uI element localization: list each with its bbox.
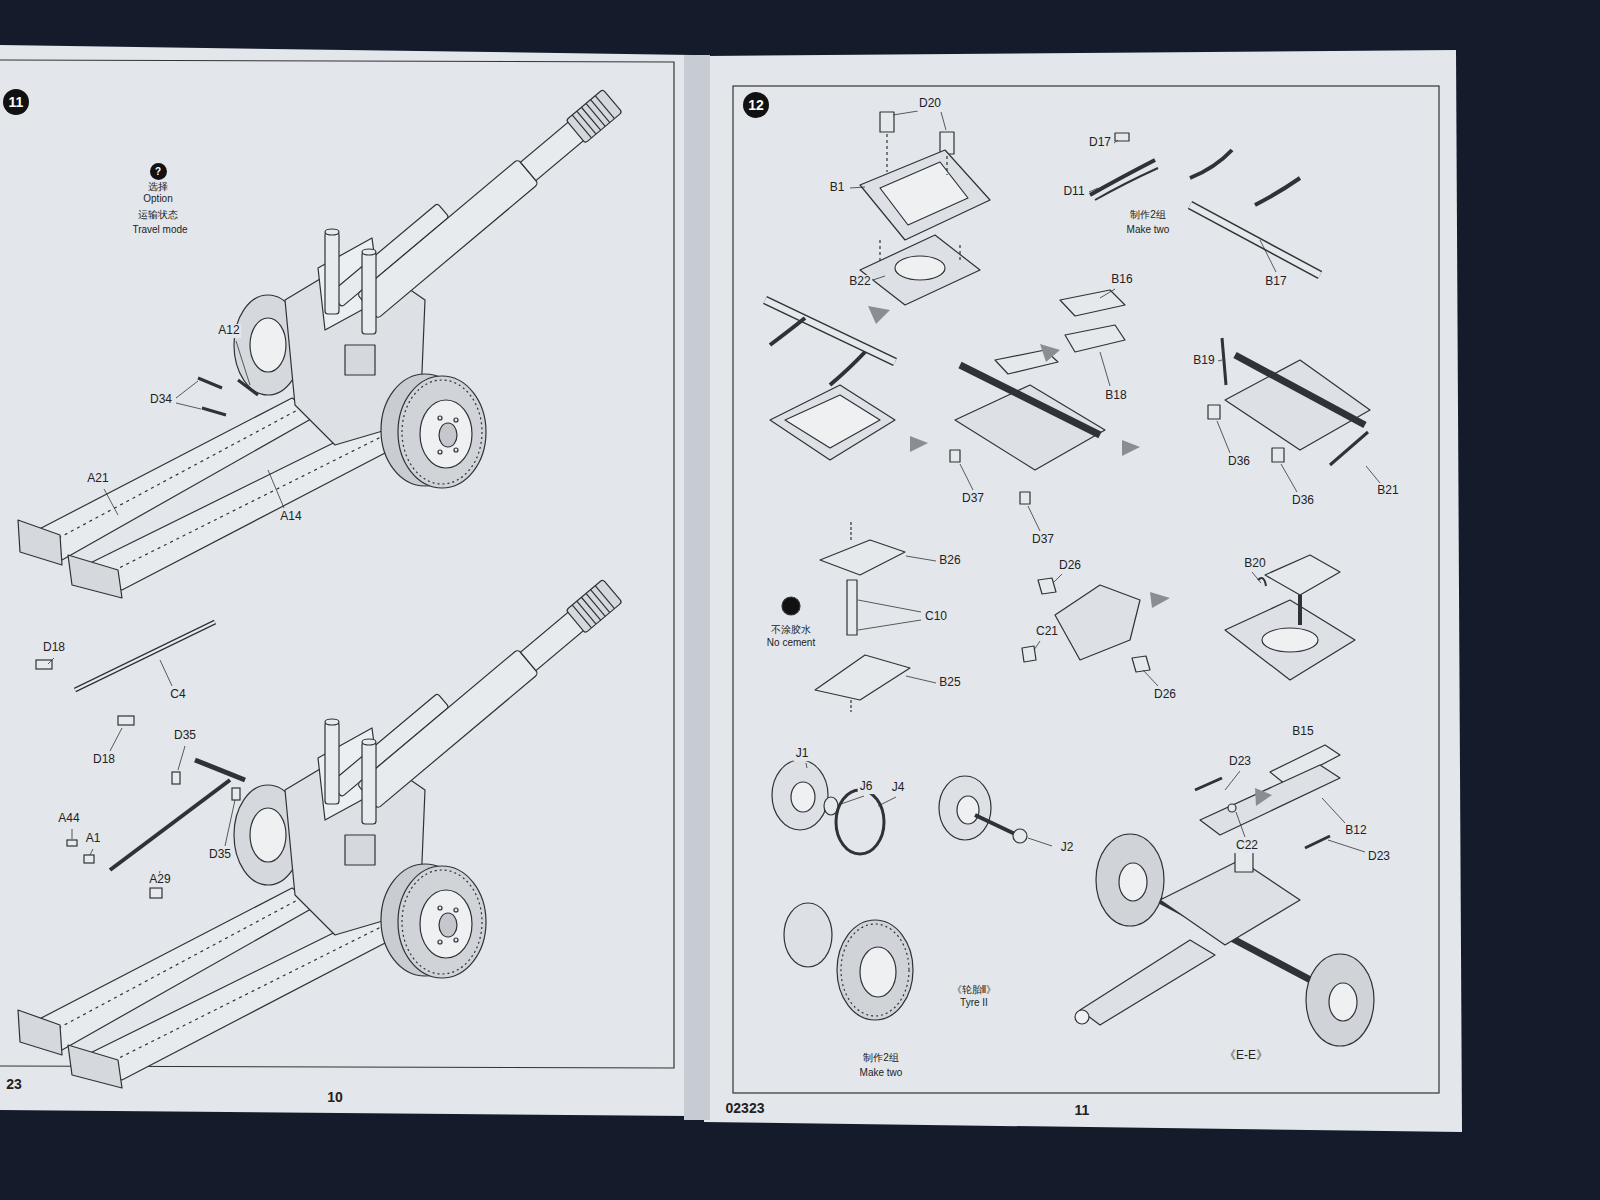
part-label: B18 [1103,389,1128,403]
part-label: J6 [858,780,875,794]
part-label: D26 [1057,559,1083,573]
part-label: D36 [1290,494,1316,508]
left-page [0,45,692,1116]
part-label: D23 [1227,755,1253,769]
part-label: A12 [216,324,241,338]
part-label: B21 [1375,484,1400,498]
page-number: 02323 [724,1100,767,1116]
small-parts [36,378,258,898]
part-label: D37 [960,492,986,506]
part-label: J4 [890,781,907,795]
leader-line [48,111,1380,887]
part-label: 不涂胶水 [769,624,813,636]
part-label: Option [141,193,174,205]
part-label: J1 [794,747,811,761]
part-label: 《E-E》 [1222,1049,1270,1063]
step-number: 11 [3,89,29,115]
part-label: C4 [168,688,187,702]
part-label: C10 [923,610,949,624]
part-label: A29 [147,873,172,887]
page-frame [733,86,1439,1093]
part-label: D35 [207,848,233,862]
step-text: 11 [9,94,24,110]
option-icon: ? [150,163,167,180]
part-label: D34 [148,393,174,407]
part-label: 制作2组 [1128,209,1168,221]
part-label: B26 [937,554,962,568]
part-label: A21 [85,472,110,486]
part-label: B16 [1109,273,1134,287]
part-label: D36 [1226,455,1252,469]
part-label: B17 [1263,275,1288,289]
direction-arrow [868,306,1272,806]
part-label: J2 [1059,841,1076,855]
part-label: B19 [1191,354,1216,368]
part-label: D11 [1061,185,1086,199]
part-label: B22 [847,275,872,289]
part-label: A14 [278,510,303,524]
part-label: B20 [1242,557,1267,571]
part-label: B1 [828,181,847,195]
part-label: D18 [41,641,67,655]
part-label: Make two [1125,224,1172,236]
part-label: Make two [858,1067,905,1079]
limber-parts [765,112,1374,1046]
right-page [704,50,1462,1132]
part-label: D23 [1366,850,1392,864]
step-text: 12 [748,97,764,113]
part-label: Tyre II [958,997,990,1009]
part-label: No cement [765,637,817,649]
step-number: 12 [743,92,769,118]
part-label: B12 [1343,824,1368,838]
part-label: D35 [172,729,198,743]
part-label: Travel mode [130,224,189,236]
step-text: ? [155,166,161,177]
part-label: B25 [937,676,962,690]
part-label: D18 [91,753,117,767]
howitzer-drawing [18,75,623,1088]
part-label: B15 [1290,725,1315,739]
part-label: D37 [1030,533,1056,547]
part-label: C22 [1234,839,1260,853]
part-label: D20 [917,97,943,111]
part-label: 《轮胎Ⅱ》 [950,984,999,996]
page-number: 10 [325,1089,345,1105]
page-number: 23 [4,1076,24,1092]
part-label: 制作2组 [861,1052,901,1064]
part-label: A44 [56,812,81,826]
part-label: D26 [1152,688,1178,702]
part-label: A1 [84,832,103,846]
part-label: D17 [1087,136,1113,150]
page-number: 11 [1073,1102,1092,1118]
part-label: 运输状态 [136,209,180,221]
part-label: C21 [1034,625,1060,639]
part-label: 选择 [146,181,170,193]
